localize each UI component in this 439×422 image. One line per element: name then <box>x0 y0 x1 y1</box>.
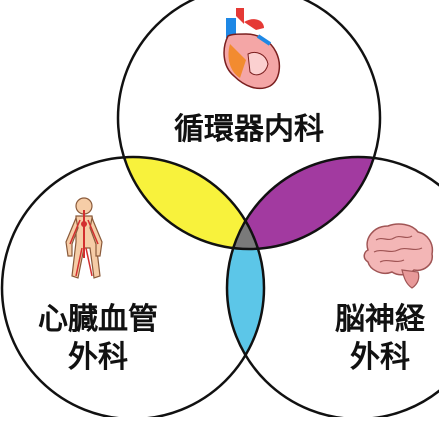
circulatory-system-icon <box>66 198 102 278</box>
label-right-line2: 外科 <box>350 340 410 375</box>
label-left-line1: 心臓血管 <box>38 302 158 337</box>
label-top: 循環器内科 <box>174 112 324 147</box>
label-right-line1: 脳神経 <box>335 302 426 337</box>
circle-left <box>2 157 264 417</box>
heart-icon <box>224 8 279 88</box>
brain-icon <box>364 224 432 288</box>
label-left-line2: 外科 <box>68 340 128 375</box>
